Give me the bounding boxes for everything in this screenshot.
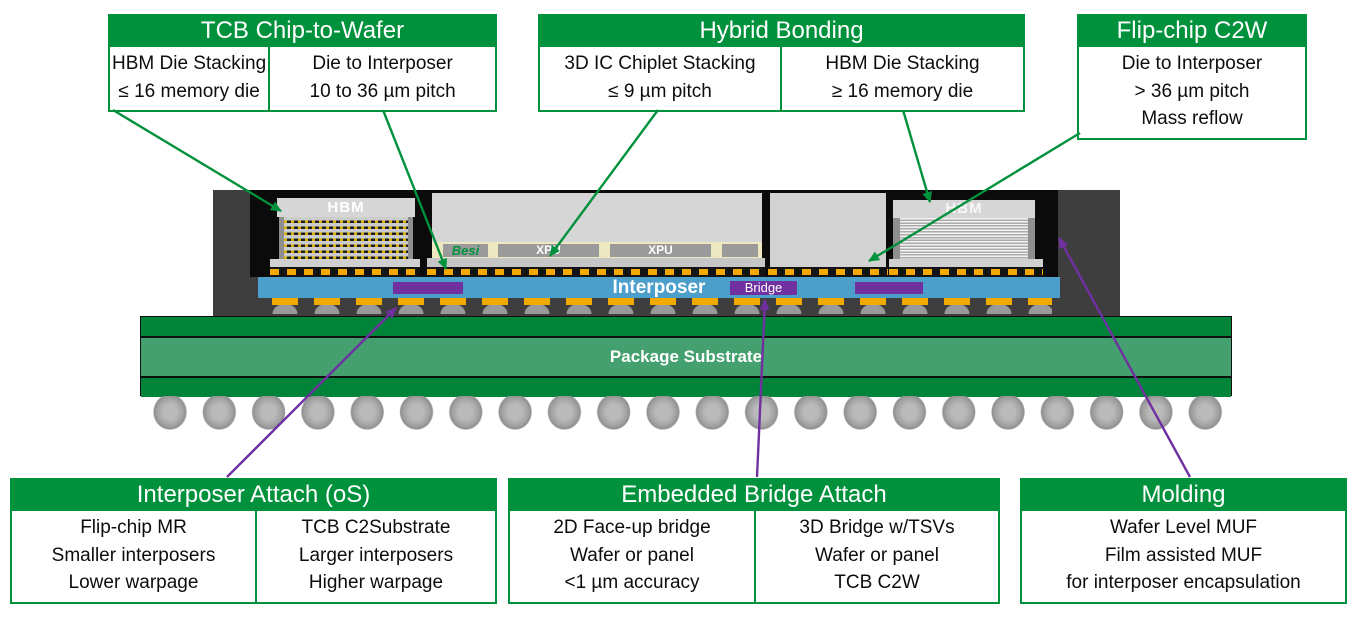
callout-line: 3D Bridge w/TSVs [799,517,955,538]
callout-line: ≤ 16 memory die [118,80,260,102]
callout-tcb-chip-to-wafer: TCB Chip-to-Wafer HBM Die Stacking ≤ 16 … [108,14,497,112]
callout-line: 2D Face-up bridge [553,517,711,538]
callout-column: Die to Interposer 10 to 36 µm pitch [268,47,495,110]
callout-body: Wafer Level MUF Film assisted MUF for in… [1020,511,1347,604]
embedded-bridge-center: Bridge [730,281,797,295]
besi-logo: Besi [443,244,488,257]
callout-body: HBM Die Stacking ≤ 16 memory die Die to … [108,47,497,112]
callout-title: Hybrid Bonding [538,14,1025,47]
embedded-bridge-left [393,282,463,294]
substrate-bottom-layer [141,378,1231,397]
callout-column: TCB C2Substrate Larger interposers Highe… [255,511,495,602]
soc-base-die [427,258,765,267]
hbm-left-base-die [270,259,420,267]
soc-microbumps [427,267,765,277]
callout-line: for interposer encapsulation [1066,572,1301,593]
embedded-bridge-right [855,282,923,294]
callout-line: Wafer Level MUF [1109,517,1258,538]
hbm-right-base-die [889,259,1043,267]
hbm-left-memory-stack [279,217,413,259]
callout-line: Die to Interposer [312,53,453,74]
callout-line: ≤ 9 µm pitch [608,80,712,102]
callout-column: Die to Interposer > 36 µm pitch Mass ref… [1079,47,1305,138]
substrate-core-layer: Package Substrate [141,336,1231,378]
callout-title: Molding [1020,478,1347,511]
interposer: Interposer Bridge [258,277,1060,298]
callout-title: TCB Chip-to-Wafer [108,14,497,47]
callout-flip-chip-c2w: Flip-chip C2W Die to Interposer > 36 µm … [1077,14,1307,140]
callout-title: Interposer Attach (oS) [10,478,497,511]
callout-title: Flip-chip C2W [1077,14,1307,47]
callout-line: Flip-chip MR [80,517,187,538]
xpu-chiplet-1: XPU [498,244,599,257]
package-substrate: Package Substrate [140,316,1232,397]
callout-body: Flip-chip MR Smaller interposers Lower w… [10,511,497,604]
callout-line: > 36 µm pitch [1134,80,1250,102]
hbm-left-microbumps [270,267,420,277]
callout-line: HBM Die Stacking [825,53,980,74]
callout-column: HBM Die Stacking ≥ 16 memory die [780,47,1023,110]
callout-hybrid-bonding: Hybrid Bonding 3D IC Chiplet Stacking ≤ … [538,14,1025,112]
hbm-right-memory-stack [893,218,1035,259]
callout-line: Die to Interposer [1121,53,1263,74]
callout-body: 2D Face-up bridge Wafer or panel <1 µm a… [508,511,1000,604]
callout-line: <1 µm accuracy [564,572,700,593]
callout-embedded-bridge-attach: Embedded Bridge Attach 2D Face-up bridge… [508,478,1000,604]
callout-line: Larger interposers [298,544,454,566]
arrow-hybrid-to-hbm-stack [901,109,932,203]
interposer-label: Interposer [612,277,706,298]
callout-body: Die to Interposer > 36 µm pitch Mass ref… [1077,47,1307,140]
callout-column: 3D IC Chiplet Stacking ≤ 9 µm pitch [540,47,780,110]
soc-top-die [432,193,762,242]
callout-column: Wafer Level MUF Film assisted MUF for in… [1022,511,1345,602]
callout-line: Mass reflow [1141,108,1243,129]
callout-line: Lower warpage [68,572,199,593]
flip-chip-die [770,193,886,267]
chiplet-row: Besi XPU XPU [432,242,762,258]
callout-column: 2D Face-up bridge Wafer or panel <1 µm a… [510,511,754,602]
callout-body: 3D IC Chiplet Stacking ≤ 9 µm pitch HBM … [538,47,1025,112]
substrate-label: Package Substrate [609,347,763,366]
callout-line: Smaller interposers [51,544,216,566]
xpu-chiplet-2: XPU [610,244,711,257]
hbm-left-top-die: HBM [277,198,415,217]
substrate-top-layer [141,317,1231,336]
hbm-right-microbumps [889,267,1043,277]
callout-column: HBM Die Stacking ≤ 16 memory die [110,47,268,110]
callout-line: ≥ 16 memory die [831,80,974,102]
callout-molding: Molding Wafer Level MUF Film assisted MU… [1020,478,1347,604]
callout-line: HBM Die Stacking [112,53,267,74]
flip-chip-bumps [768,267,888,277]
interposer-c4-bumps [264,298,1052,314]
bga-solder-balls [146,396,1230,432]
chiplet-blank [722,244,758,257]
callout-line: 3D IC Chiplet Stacking [564,53,756,74]
callout-line: Film assisted MUF [1104,544,1263,566]
callout-line: 10 to 36 µm pitch [309,80,456,102]
hbm-right-top-die: HBM [893,200,1035,218]
callout-line: Wafer or panel [815,544,939,566]
callout-line: Higher warpage [308,572,444,593]
callout-column: 3D Bridge w/TSVs Wafer or panel TCB C2W [754,511,998,602]
callout-column: Flip-chip MR Smaller interposers Lower w… [12,511,255,602]
callout-line: Wafer or panel [570,544,694,566]
callout-title: Embedded Bridge Attach [508,478,1000,511]
callout-line: TCB C2Substrate [301,517,451,538]
callout-interposer-attach: Interposer Attach (oS) Flip-chip MR Smal… [10,478,497,604]
callout-line: TCB C2W [834,572,920,593]
